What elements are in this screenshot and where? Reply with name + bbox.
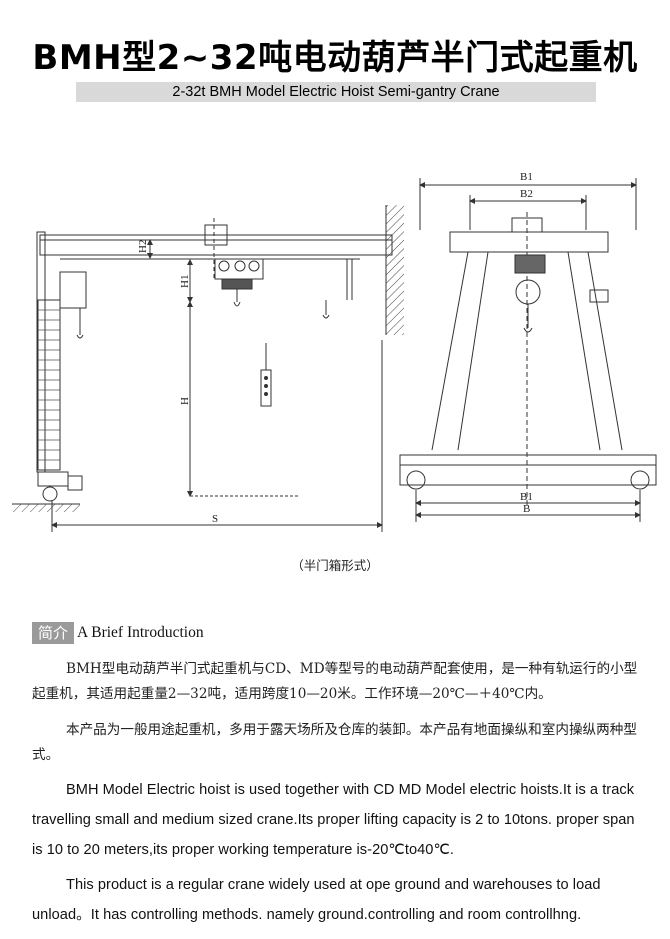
label-b2: B2 <box>520 188 533 200</box>
label-h: H <box>179 397 191 405</box>
page-subtitle: 2-32t BMH Model Electric Hoist Semi-gant… <box>76 82 596 102</box>
intro-label: A Brief Introduction <box>77 624 204 641</box>
intro-en-text-2: This product is a regular crane widely u… <box>32 877 601 923</box>
page-title: BMH型2~32吨电动葫芦半门式起重机 <box>32 38 638 78</box>
label-h1: H1 <box>179 275 191 288</box>
label-s: S <box>212 513 218 525</box>
front-view <box>399 178 657 522</box>
label-b1-top: B1 <box>520 171 533 183</box>
intro-en-paragraph-1: BMH Model Electric hoist is used togethe… <box>32 775 646 865</box>
label-b: B <box>523 503 530 515</box>
intro-zh-paragraph-2: 本产品为一般用途起重机，多用于露天场所及仓库的装卸。本产品有地面操纵和室内操纵两… <box>32 718 646 768</box>
intro-en-paragraph-2: This product is a regular crane widely u… <box>32 870 646 930</box>
intro-tag: 简介 <box>32 622 75 644</box>
intro-zh-paragraph-1: BMH型电动葫芦半门式起重机与CD、MD等型号的电动葫芦配套使用，是一种有轨运行… <box>32 657 646 707</box>
front-view-labels: B1 B2 B1 B <box>520 171 533 515</box>
label-b1-bottom: B1 <box>520 491 533 503</box>
intro-zh-text-1: BMH型电动葫芦半门式起重机与CD、MD等型号的电动葫芦配套使用，是一种有轨运行… <box>32 661 638 702</box>
side-view <box>12 205 404 532</box>
intro-zh-text-2: 本产品为一般用途起重机，多用于露天场所及仓库的装卸。本产品有地面操纵和室内操纵两… <box>32 722 637 763</box>
label-h2: H2 <box>137 240 149 253</box>
intro-en-text-1: BMH Model Electric hoist is used togethe… <box>32 782 635 858</box>
drawing-caption: （半门箱形式） <box>291 558 379 573</box>
side-view-labels: H2 H1 H S <box>137 240 218 525</box>
crane-drawing: H2 H1 H S B <box>12 171 657 532</box>
